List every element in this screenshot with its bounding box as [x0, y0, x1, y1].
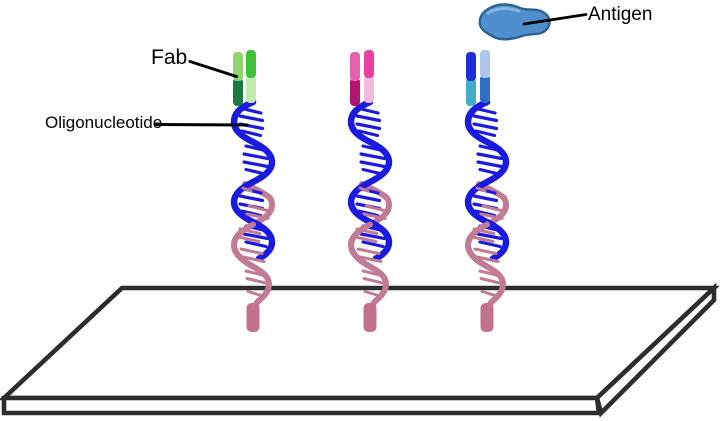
- fab-bar-segment: [350, 78, 360, 106]
- fab-bar-segment: [246, 75, 256, 103]
- fab-leader-line: [188, 60, 238, 78]
- antigen-leader-line: [522, 13, 588, 26]
- surface-slide: [0, 282, 720, 418]
- oligonucleotide-leader-line: [154, 123, 249, 127]
- antigen-label: Antigen: [588, 4, 653, 25]
- surface-top-face: [0, 285, 720, 401]
- antigen-highlight: [486, 7, 521, 15]
- antigen-body: [478, 3, 551, 41]
- antigen-blob: [478, 3, 551, 41]
- fab-bar-segment: [480, 50, 490, 78]
- fab-fragment-green: [233, 50, 256, 106]
- fab-fragment-blue: [466, 50, 490, 106]
- fab-bar-segment: [364, 50, 374, 78]
- fab-bar-segment: [480, 75, 490, 103]
- fab-bar-segment: [466, 78, 476, 106]
- fab-bar-segment: [350, 52, 360, 81]
- surface-right-face: [594, 282, 717, 418]
- surface-front-face: [1, 395, 602, 416]
- leader-lines: [154, 13, 588, 127]
- fab-label: Fab: [151, 46, 188, 69]
- fab-fragment-pink: [350, 50, 374, 106]
- fab-bar-segment: [246, 50, 256, 78]
- fab-bar-segment: [364, 75, 374, 103]
- fab-bar-segment: [233, 78, 243, 106]
- oligonucleotide-label: Oligonucleotide: [45, 113, 163, 132]
- fab-bar-segment: [233, 52, 243, 81]
- fab-bar-segment: [466, 52, 476, 81]
